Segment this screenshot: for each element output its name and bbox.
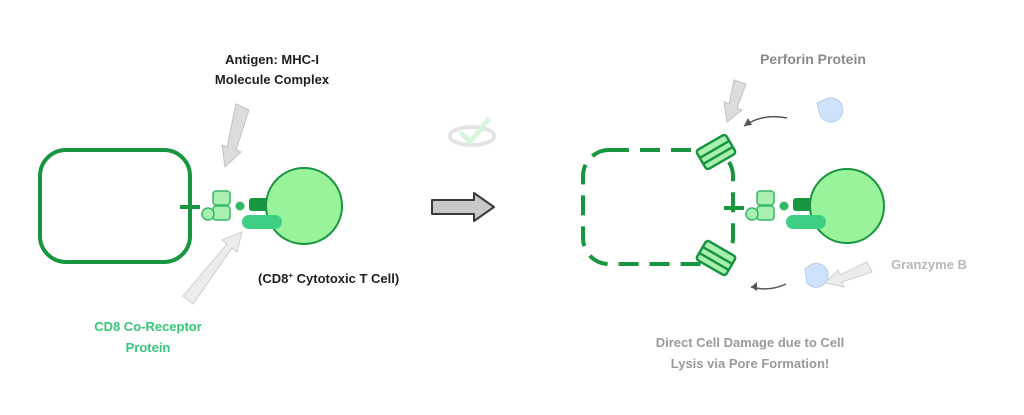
t-cell-label: (CD8+ Cytotoxic T Cell)	[258, 271, 399, 286]
process-arrow-icon	[431, 192, 495, 222]
cytotoxic-t-cell-right	[809, 168, 885, 244]
antigen-pointer-arrow	[221, 103, 250, 169]
antigen-label-line1: Antigen: MHC-I	[225, 52, 319, 67]
outcome-label-line1: Direct Cell Damage due to Cell	[656, 335, 845, 350]
perforin-molecule	[816, 97, 844, 123]
granzyme-molecule	[804, 262, 829, 288]
right-panel: Perforin Protein Granzyme B Direct Cell …	[581, 51, 967, 371]
outcome-label-line2: Lysis via Pore Formation!	[671, 356, 829, 371]
cd8-pointer-arrow	[182, 231, 243, 305]
cd8-label-line1: CD8 Co-Receptor	[94, 319, 202, 334]
antigen-dot-right	[779, 201, 789, 211]
left-panel: Antigen: MHC-I Molecule Complex (CD8+ Cy…	[38, 52, 399, 355]
t-cell-label-prefix: (CD8	[258, 271, 288, 286]
target-cell	[38, 148, 192, 264]
cd8-label-line2: Protein	[126, 340, 171, 355]
cd8-co-receptor-right	[786, 215, 826, 229]
perforin-pointer-arrow	[723, 79, 747, 123]
granzyme-label: Granzyme B	[891, 257, 967, 272]
perforin-label: Perforin Protein	[760, 51, 866, 67]
antigen-label-line2: Molecule Complex	[215, 72, 330, 87]
mhc-complex	[201, 190, 231, 221]
antigen-dot	[235, 201, 245, 211]
cytotoxic-t-cell	[265, 167, 343, 245]
watermark-logo-icon	[448, 117, 496, 147]
t-cell-label-superscript: +	[288, 271, 293, 280]
t-cell-label-suffix: Cytotoxic T Cell)	[293, 271, 399, 286]
granzyme-pointer-arrow	[823, 261, 873, 288]
cd8-co-receptor	[242, 215, 282, 229]
perforin-pore-bottom	[695, 239, 737, 277]
perforin-pore-top	[695, 133, 737, 171]
mhc-complex-right	[745, 190, 775, 221]
